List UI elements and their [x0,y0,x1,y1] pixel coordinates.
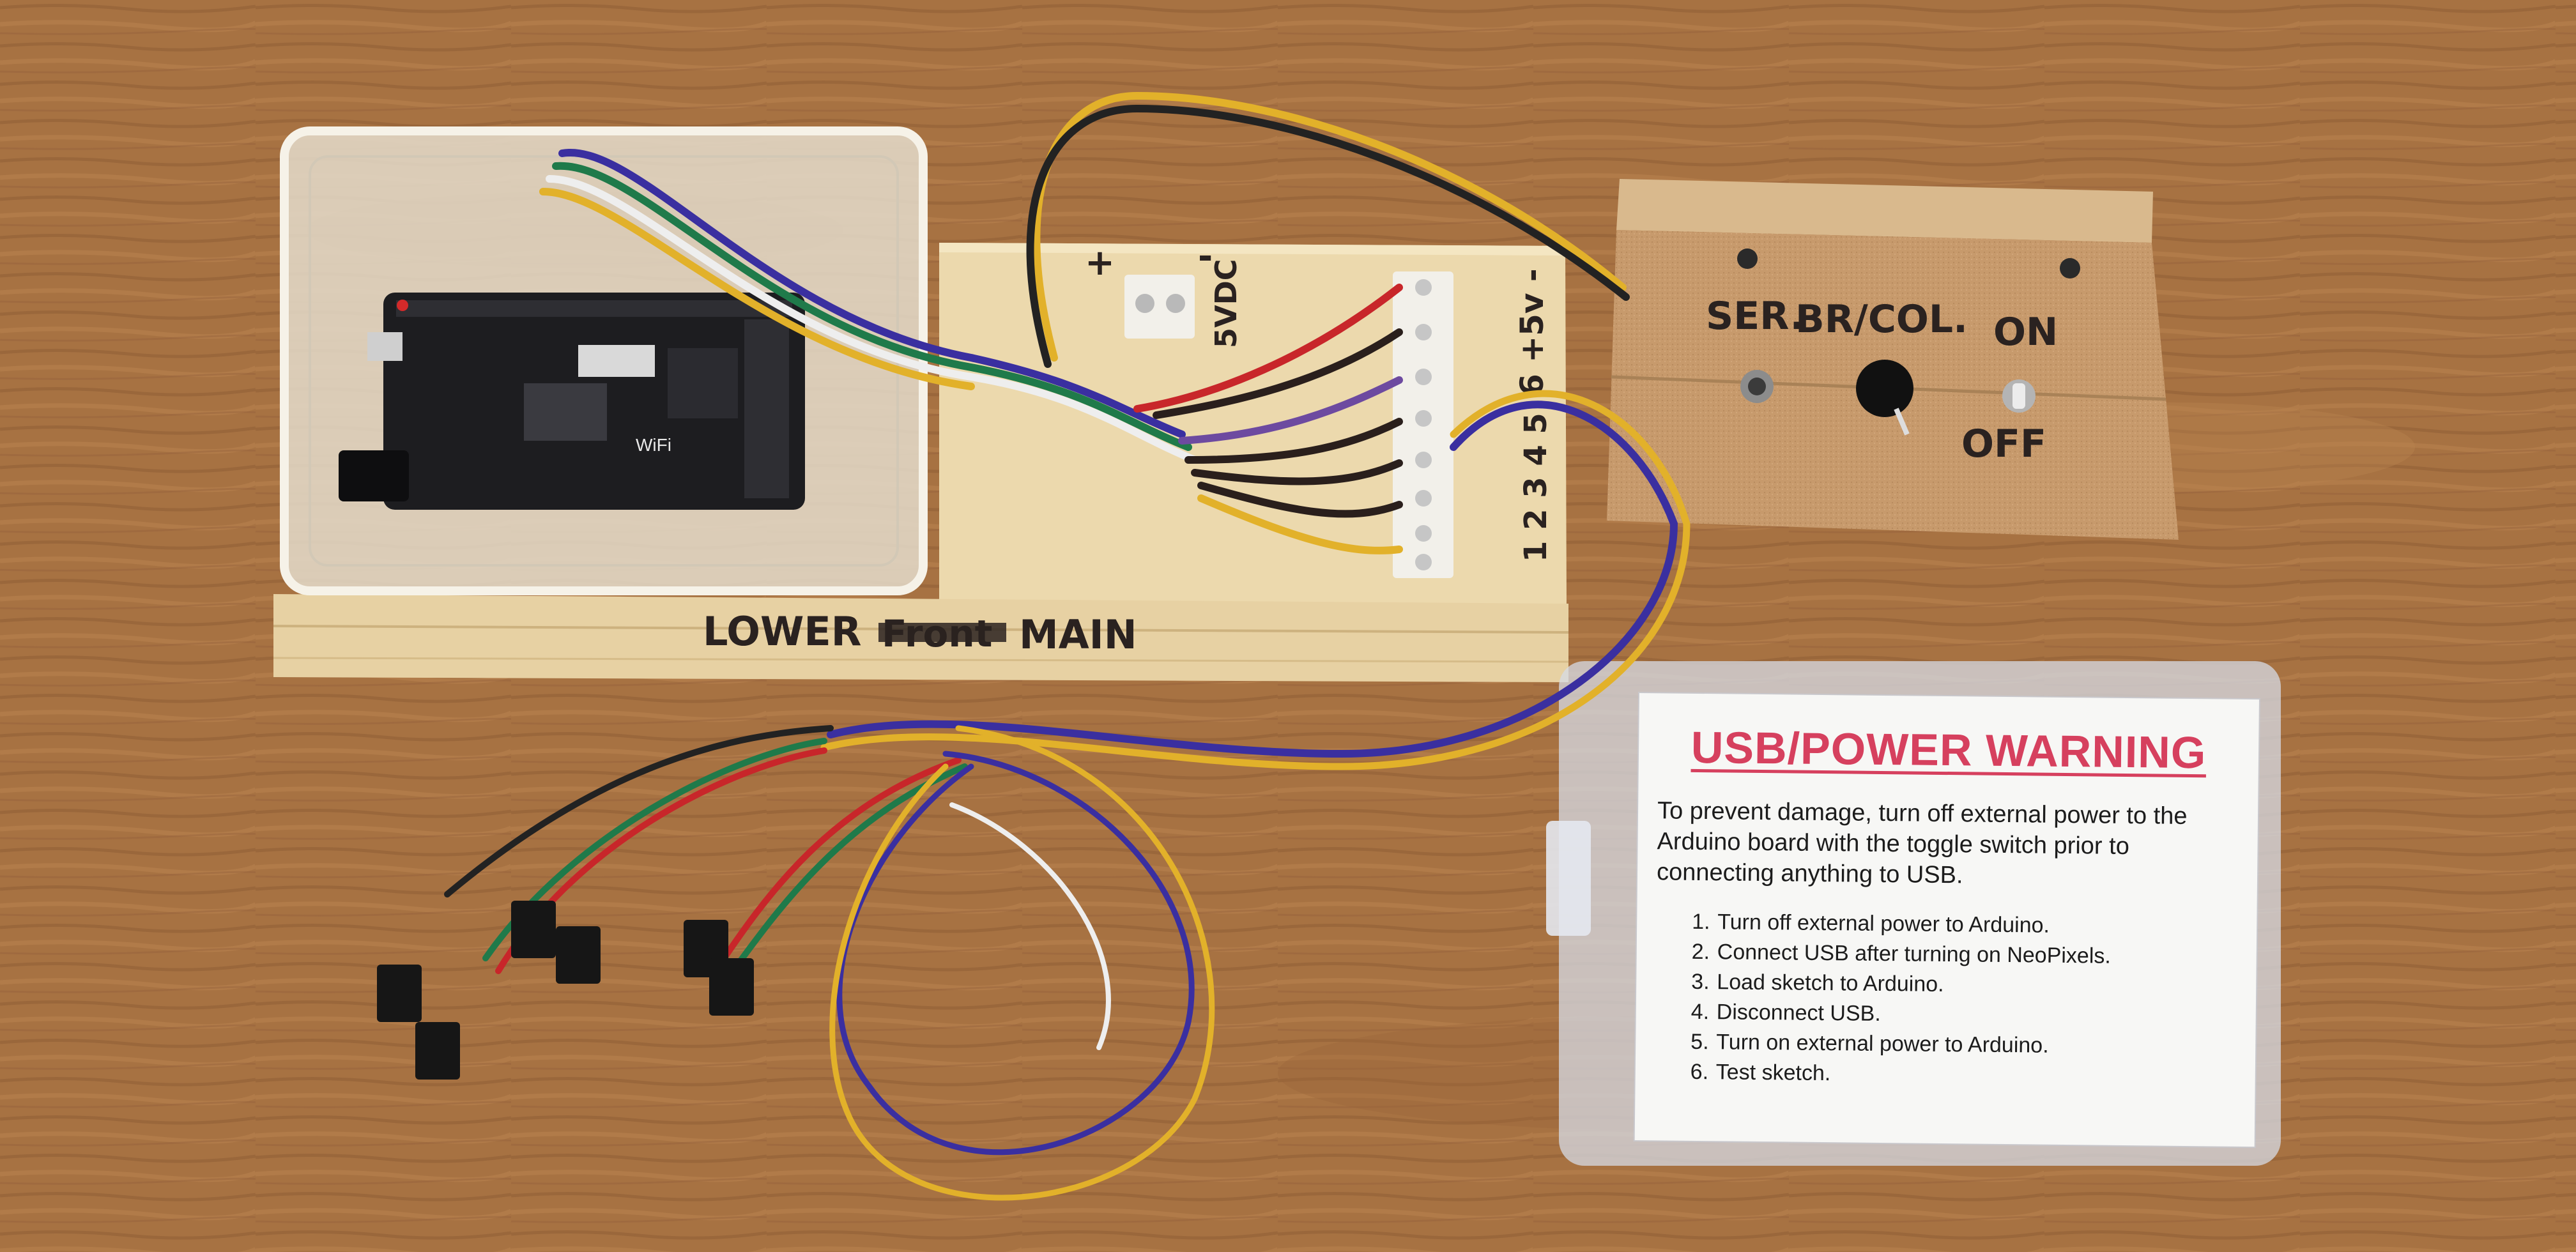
rail-word-main: MAIN [1019,611,1137,658]
rail-word-lower: LOWER [703,608,861,655]
warning-steps-list: 1.Turn off external power to Arduino. 2.… [1655,906,2238,1093]
power-toggle-switch[interactable] [2002,379,2035,413]
usb-power-warning-card: USB/POWER WARNING To prevent damage, tur… [1634,693,2259,1147]
ser-label: SER. [1706,294,1804,339]
sequence-toggle-switch[interactable] [1740,370,1774,403]
on-label: ON [1993,310,2058,355]
off-label: OFF [1961,422,2046,466]
terminal-strip [1393,271,1453,578]
terminal-numbers-label: 1 2 3 4 5 [1518,413,1554,562]
right-column-label: 6 +5v - [1514,268,1551,396]
brightness-color-knob[interactable] [1856,360,1913,436]
warning-title: USB/POWER WARNING [1690,722,2207,778]
brcol-label: BR/COL. [1795,297,1968,342]
wire-bundle [444,91,1690,1201]
arduino-board: WiFi [339,293,805,510]
warning-step: 6.Test sketch. [1690,1059,1831,1086]
wifi-chip-label: WiFi [636,435,671,455]
rail-struck-word: Front [878,612,1006,655]
volts-label: 5VDC [1209,259,1243,348]
control-box [1607,179,2179,540]
minus-label: - [1198,236,1213,277]
terminal-block-5v [1124,275,1195,339]
plus-label: + [1085,242,1115,284]
warning-body: To prevent damage, turn off external pow… [1656,797,2188,889]
jst-connectors [377,901,754,1080]
